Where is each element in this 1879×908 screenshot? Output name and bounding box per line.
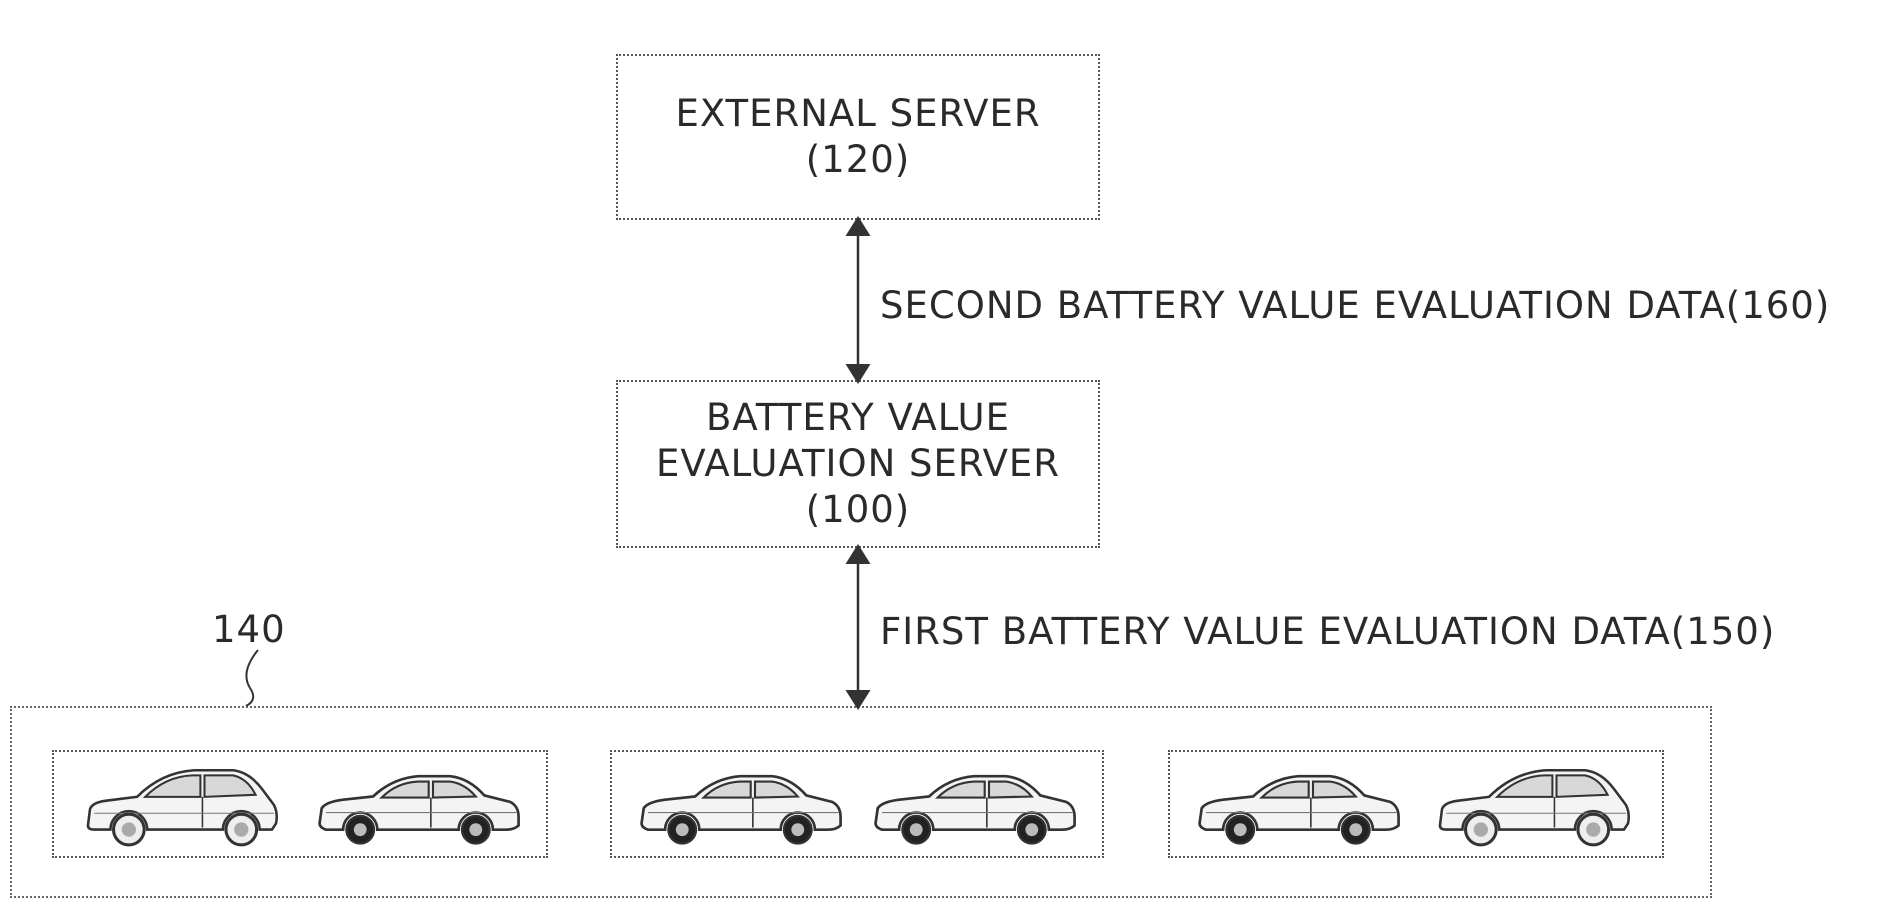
vehicle-pair-1 <box>52 750 548 858</box>
external-server-ref: (120) <box>806 137 911 183</box>
evaluation-server-title-line2: EVALUATION SERVER <box>656 441 1060 487</box>
hatchback-car-icon <box>1427 758 1641 850</box>
sedan-car-icon <box>633 761 847 847</box>
vehicle-pair-2 <box>610 750 1104 858</box>
vehicle-pair-3 <box>1168 750 1664 858</box>
sedan-car-icon <box>311 761 525 847</box>
sedan-car-icon <box>867 761 1081 847</box>
hatchback-car-icon <box>75 758 289 850</box>
sedan-car-icon <box>1191 761 1405 847</box>
evaluation-server-ref: (100) <box>806 487 911 533</box>
vehicle-group-ref: 140 <box>212 610 286 650</box>
external-server-box: EXTERNAL SERVER (120) <box>616 54 1100 220</box>
external-server-title: EXTERNAL SERVER <box>675 91 1040 137</box>
evaluation-server-title-line1: BATTERY VALUE <box>706 395 1010 441</box>
first-evaluation-data-label: FIRST BATTERY VALUE EVALUATION DATA(150) <box>880 612 1775 652</box>
second-evaluation-data-label: SECOND BATTERY VALUE EVALUATION DATA(160… <box>880 286 1830 326</box>
evaluation-server-box: BATTERY VALUE EVALUATION SERVER (100) <box>616 380 1100 548</box>
reference-leader-line <box>246 650 258 706</box>
